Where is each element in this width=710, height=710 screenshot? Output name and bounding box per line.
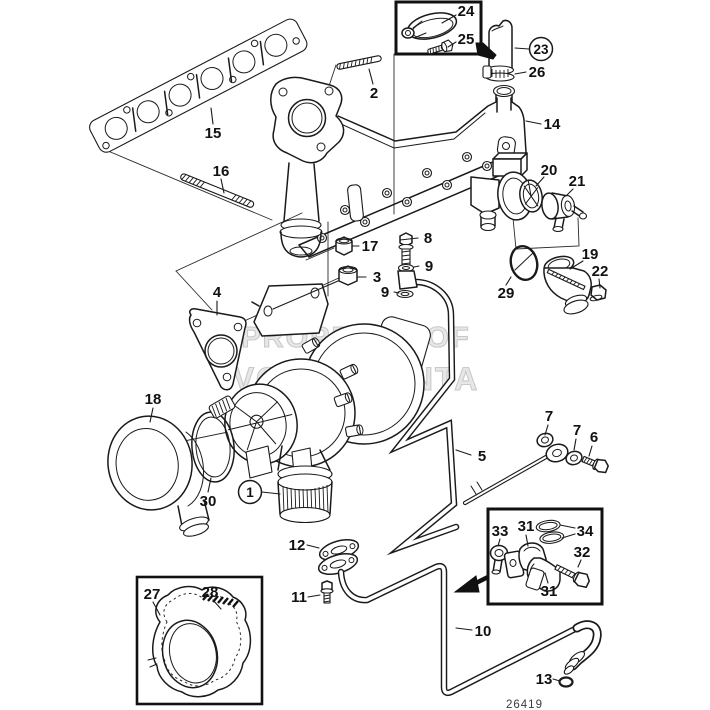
callout-labels: 1 23 2 3 4 5 6 7 7 8 9 9 10 11 12 13 14 … xyxy=(144,3,609,688)
callout-9b: 9 xyxy=(381,284,389,301)
manifold-stud-bosses xyxy=(316,151,493,244)
callout-13: 13 xyxy=(536,671,553,688)
stud-2-drawing xyxy=(336,55,382,70)
banjo-bolt-8-drawing xyxy=(398,232,414,267)
callout-8: 8 xyxy=(424,230,432,247)
drain-flange-gaskets-drawing xyxy=(317,538,360,576)
hose-clamp-30-drawing xyxy=(191,395,236,483)
thermostat-21-drawing xyxy=(541,192,588,233)
callout-1-label: 1 xyxy=(246,485,254,500)
inset-box-clamp-kit xyxy=(453,507,604,606)
callout-21: 21 xyxy=(569,173,586,190)
callout-7b: 7 xyxy=(573,422,581,439)
callout-9a: 9 xyxy=(425,258,433,275)
clamp-24-drawing xyxy=(401,12,458,40)
callout-23-label: 23 xyxy=(533,42,549,57)
callout-15: 15 xyxy=(205,125,222,142)
turbo-gasket-drawing xyxy=(188,308,247,391)
callout-5: 5 xyxy=(478,448,486,465)
hose-clamp-26-drawing xyxy=(482,65,515,82)
callout-24: 24 xyxy=(458,3,475,20)
nut-17-drawing xyxy=(335,236,353,256)
callout-20: 20 xyxy=(541,162,558,179)
washer-9a-hole xyxy=(402,266,410,270)
callout-11: 11 xyxy=(291,589,307,606)
callout-33: 33 xyxy=(492,523,509,540)
washer-7b-drawing xyxy=(565,450,583,466)
callout-7a: 7 xyxy=(545,408,553,425)
callout-2: 2 xyxy=(370,85,378,102)
callout-29: 29 xyxy=(498,285,515,302)
vband-bolt-lugs xyxy=(301,337,364,438)
callout-17: 17 xyxy=(362,238,379,255)
callout-26: 26 xyxy=(529,64,546,81)
callout-28: 28 xyxy=(202,584,219,601)
callout-27: 27 xyxy=(144,586,161,603)
banjo-eye-drawing xyxy=(545,443,569,463)
outlet-elbow-19-drawing xyxy=(543,255,592,315)
oil-drain-pipe-drawing xyxy=(337,562,602,697)
inset-arrow-top xyxy=(475,42,497,60)
oil-drain-stub-drawing xyxy=(277,465,333,524)
banjo-screw-6-drawing xyxy=(581,455,609,474)
callout-1: 1 xyxy=(237,479,263,505)
callout-16: 16 xyxy=(213,163,230,180)
callout-4: 4 xyxy=(213,284,222,301)
inset-box-clamp-24-25 xyxy=(394,0,497,60)
callout-19: 19 xyxy=(582,246,599,263)
stud-16-drawing xyxy=(180,173,255,208)
rings-34-drawing xyxy=(535,519,565,544)
grommet-33-drawing xyxy=(489,544,509,575)
leader-lines xyxy=(149,14,601,682)
screw-32-drawing xyxy=(554,564,590,589)
screw-22-drawing xyxy=(589,284,607,302)
callout-22: 22 xyxy=(592,263,609,280)
o-ring-13-drawing xyxy=(558,676,574,688)
washer-7a-drawing xyxy=(536,432,554,448)
callout-34: 34 xyxy=(577,523,594,540)
inset-arrow-bottom xyxy=(453,574,490,593)
hose-18-drawing xyxy=(107,415,210,537)
clamp-31b-drawing xyxy=(525,557,561,592)
protective-cover-drawing xyxy=(152,585,252,698)
oil-feed-pipe-drawing xyxy=(386,278,549,556)
manifold-gasket-drawing xyxy=(89,18,308,153)
nut-3-drawing xyxy=(338,265,358,286)
callout-30: 30 xyxy=(200,493,217,510)
turbine-inlet-flange-drawing xyxy=(251,283,329,337)
drawing-number: 26419 xyxy=(506,699,543,710)
turbocharger-drawing xyxy=(224,283,431,524)
callout-3: 3 xyxy=(373,269,381,286)
callout-23: 23 xyxy=(528,36,554,62)
callout-31b: 31 xyxy=(541,583,558,600)
callout-18: 18 xyxy=(145,391,162,408)
callout-14: 14 xyxy=(544,116,561,133)
bolt-11-drawing xyxy=(320,580,334,604)
washer-9b-drawing xyxy=(396,289,414,299)
callout-10: 10 xyxy=(475,623,492,640)
callout-31a: 31 xyxy=(518,518,535,535)
callout-32: 32 xyxy=(574,544,591,561)
compressor-inlet-drawing xyxy=(224,383,298,465)
clamp-screw-25-drawing xyxy=(427,39,454,55)
callout-25: 25 xyxy=(458,31,475,48)
callout-12: 12 xyxy=(289,537,306,554)
seal-ring-20-drawing xyxy=(519,179,543,213)
o-ring-29-drawing xyxy=(509,245,539,281)
exhaust-manifold-drawing xyxy=(270,76,533,258)
callout-6: 6 xyxy=(590,429,598,446)
banjo-elbow-fitting-drawing xyxy=(396,270,418,299)
